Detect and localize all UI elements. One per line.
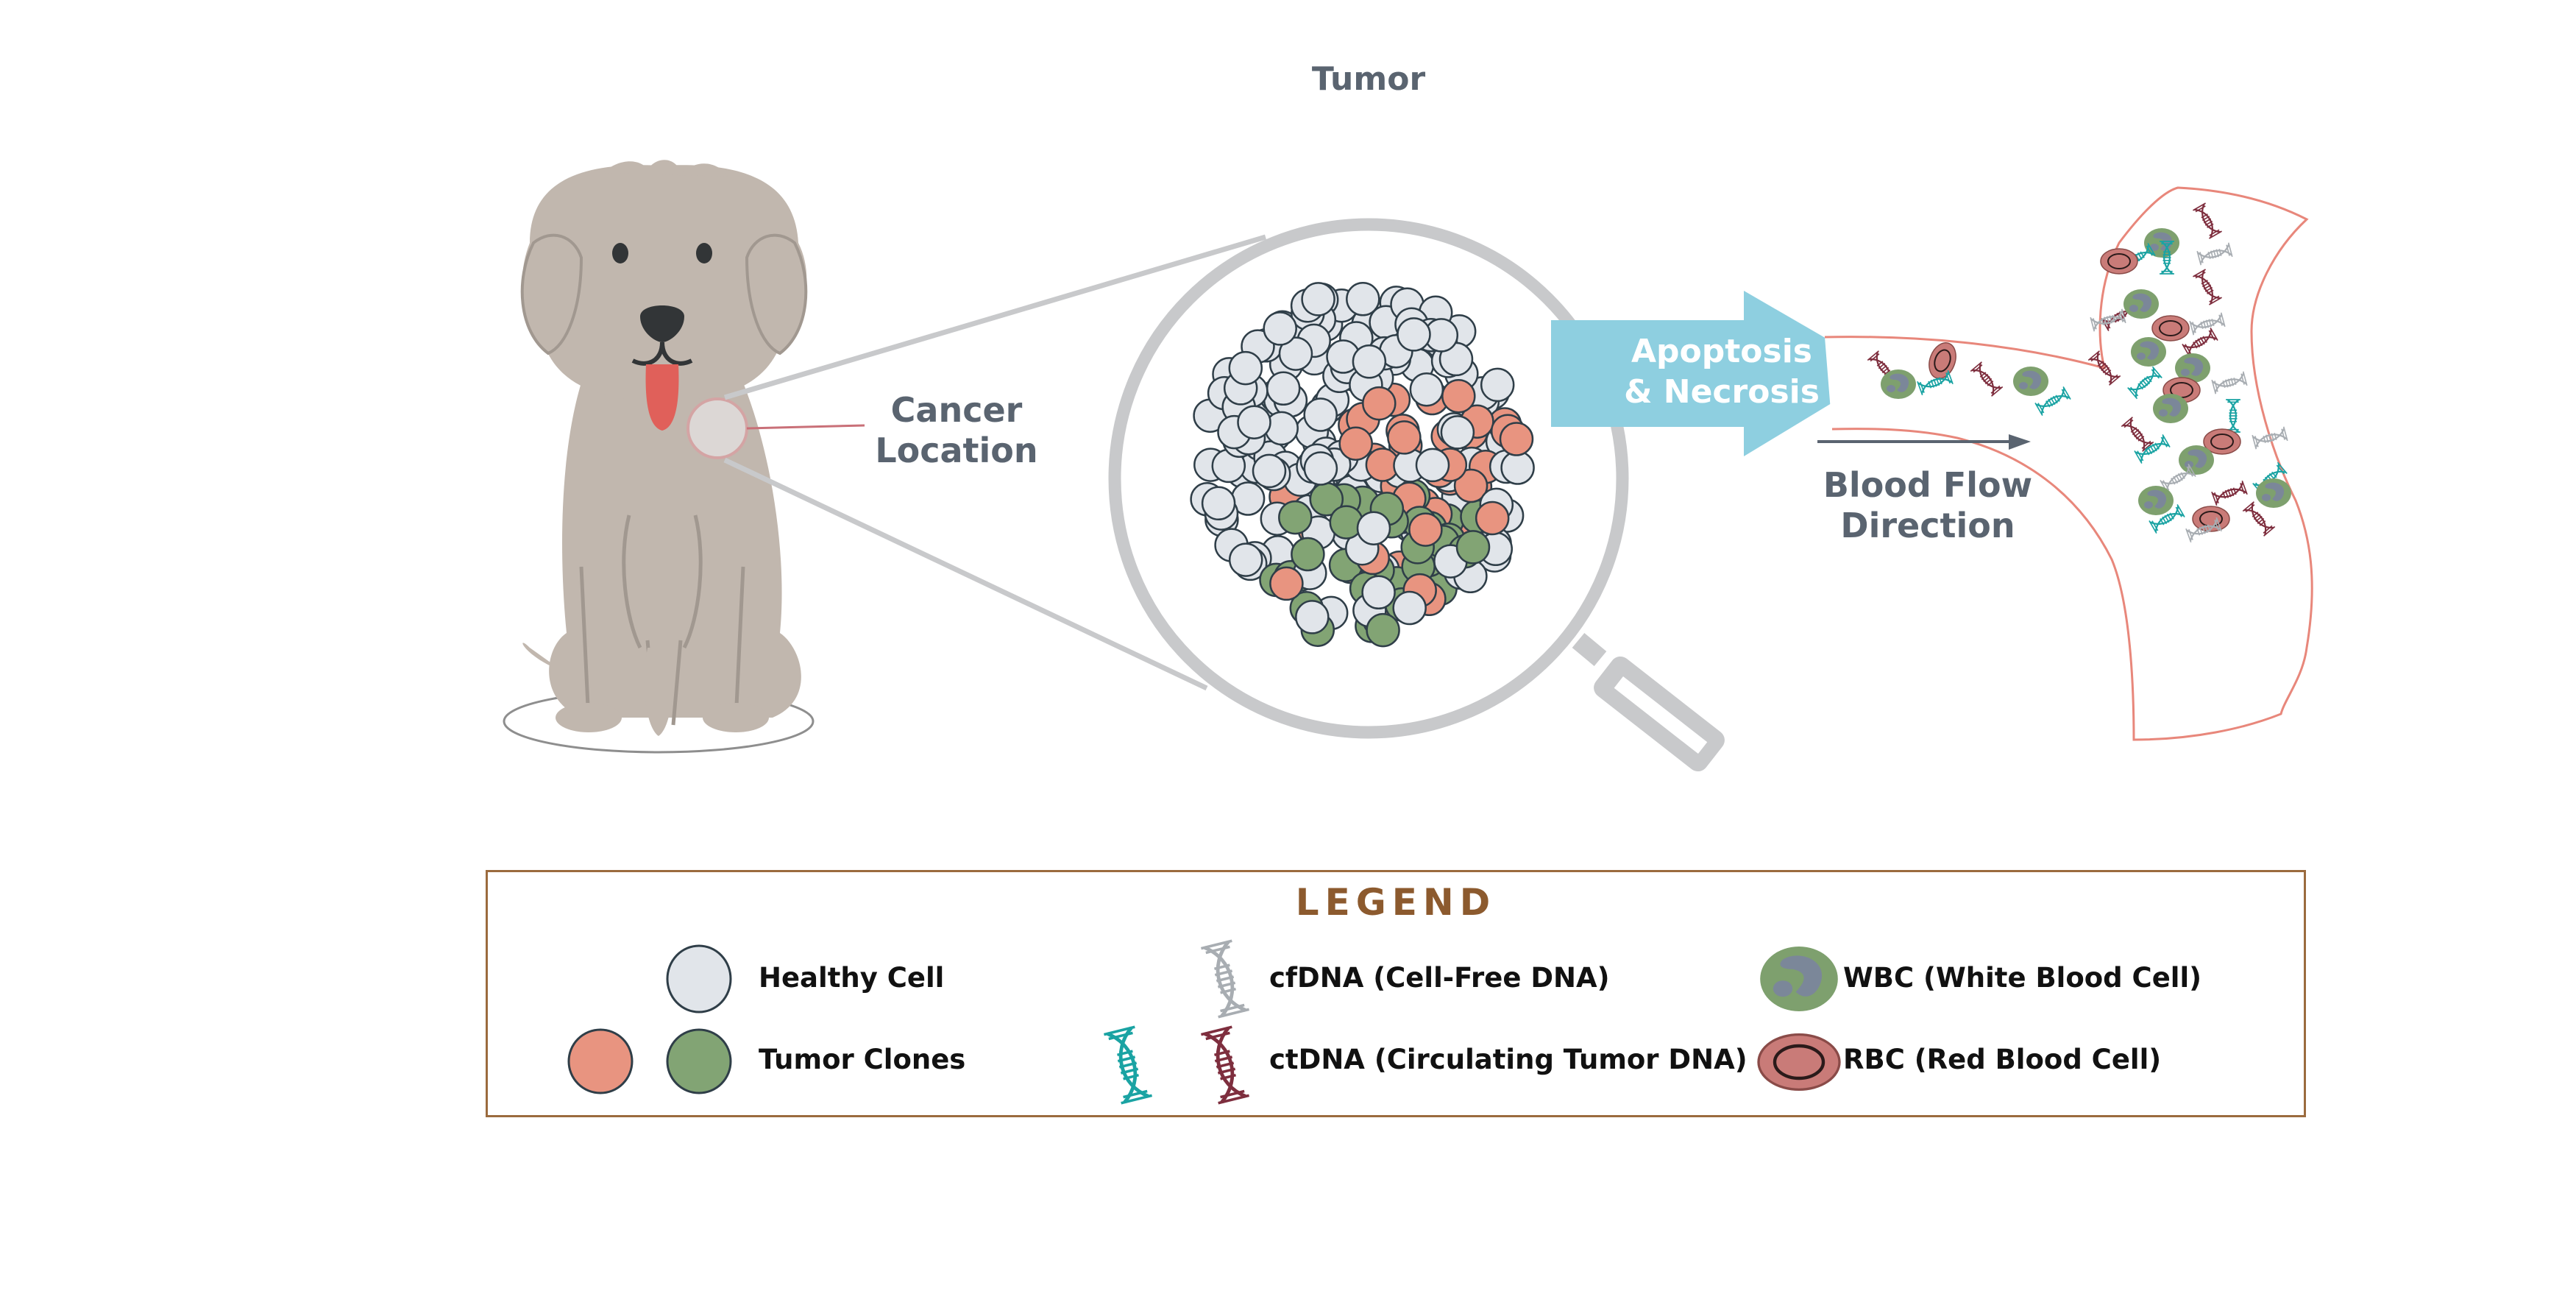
healthy-cell	[1500, 450, 1535, 485]
healthy-cell	[1409, 372, 1444, 407]
blood-flow-label-line1: Blood Flow	[1823, 465, 2033, 505]
dog-eye-left	[612, 243, 628, 263]
tumor-clone-cell	[1387, 420, 1422, 455]
legend-label-healthy-cell: Healthy Cell	[759, 962, 945, 994]
red-blood-cell	[2192, 506, 2230, 532]
dog-ear-left	[520, 233, 583, 355]
cfdna-icon	[1201, 941, 1249, 1017]
cancer-location-label: Cancer Location	[846, 390, 1067, 471]
apoptosis-label-line2: & Necrosis	[1624, 373, 1820, 411]
healthy-cell	[1361, 575, 1396, 610]
tumor-clone-cell	[1278, 500, 1313, 535]
ctdna-teal-icon	[1104, 1027, 1152, 1103]
healthy-cell	[1278, 336, 1313, 371]
healthy-cell	[1392, 590, 1427, 626]
red-blood-cell	[2100, 248, 2138, 275]
dog-ear-right	[745, 233, 808, 355]
healthy-cell	[1415, 447, 1450, 483]
legend: LEGEND Healthy Cell Tumor Clones cfDNA (…	[486, 870, 2306, 1117]
cancer-location-label-line2: Location	[875, 431, 1038, 471]
tumor-clone-cell	[1362, 386, 1397, 421]
wbc-icon	[1760, 947, 1838, 1011]
diagram-title: Tumor	[1311, 60, 1426, 98]
tumor-clone-green-icon	[666, 1028, 732, 1094]
legend-label-ctdna: ctDNA (Circulating Tumor DNA)	[1269, 1044, 1748, 1075]
blood-vessel	[1824, 186, 2313, 741]
tumor-clone-cell	[1475, 500, 1510, 536]
healthy-cell	[1480, 367, 1515, 403]
apoptosis-arrow	[1551, 291, 1884, 456]
healthy-cell	[1303, 397, 1338, 432]
white-blood-cell	[2138, 486, 2174, 515]
legend-label-cfdna: cfDNA (Cell-Free DNA)	[1269, 962, 1610, 994]
legend-label-wbc: WBC (White Blood Cell)	[1843, 962, 2202, 994]
healthy-cell	[1440, 415, 1475, 450]
legend-symbols	[567, 872, 2308, 1119]
dog-head	[522, 165, 807, 401]
legend-label-tumor-clones: Tumor Clones	[759, 1044, 966, 1075]
healthy-cell	[1201, 486, 1236, 521]
apoptosis-label-line1: Apoptosis	[1631, 333, 1812, 370]
tumor-clone-cell	[1453, 468, 1489, 503]
healthy-cell	[1228, 350, 1263, 386]
healthy-cell	[1295, 600, 1330, 634]
tumor-clone-cell	[1441, 378, 1476, 414]
tumor-clone-red-icon	[567, 1028, 634, 1094]
cancer-location-label-line1: Cancer	[890, 390, 1023, 430]
white-blood-cell	[2179, 445, 2214, 475]
healthy-cell	[1228, 542, 1263, 577]
zoom-line-top	[724, 234, 1266, 400]
blood-flow-arrow	[1817, 434, 2031, 450]
tumor-clone-cell	[1408, 512, 1443, 547]
cancer-location-marker	[686, 397, 748, 459]
healthy-cell	[1303, 451, 1338, 486]
tumor-clone-cell	[1455, 530, 1491, 565]
dog-illustration	[503, 160, 865, 754]
dog-eye-right	[696, 243, 712, 263]
legend-title: LEGEND	[1295, 881, 1497, 924]
rbc-icon	[1759, 1035, 1839, 1090]
healthy-cell	[1301, 282, 1335, 316]
tumor-clone-cell	[1338, 426, 1373, 461]
white-blood-cell	[1881, 369, 1916, 399]
healthy-cell	[1263, 311, 1297, 346]
white-blood-cell	[2256, 478, 2291, 508]
cancer-location-pointer	[746, 424, 865, 430]
blood-flow-label-line2: Direction	[1840, 506, 2015, 546]
white-blood-cell	[2131, 337, 2166, 367]
healthy-cell-icon	[666, 944, 732, 1013]
dog-nose	[640, 305, 684, 342]
white-blood-cell	[2123, 289, 2159, 319]
white-blood-cell	[2153, 394, 2188, 423]
tumor-clone-cell	[1499, 422, 1534, 456]
apoptosis-label: Apoptosis & Necrosis	[1582, 331, 1862, 412]
healthy-cell	[1356, 511, 1391, 545]
zoom-line-bottom	[723, 457, 1208, 691]
tumor-cell-cluster	[1190, 282, 1535, 648]
white-blood-cell	[2013, 367, 2048, 396]
tumor-clone-cell	[1291, 537, 1325, 572]
blood-flow-label: Blood Flow Direction	[1795, 465, 2060, 546]
healthy-cell	[1237, 405, 1271, 439]
healthy-cell	[1252, 453, 1287, 489]
tumor-clone-cell	[1269, 566, 1304, 601]
healthy-cell	[1352, 344, 1387, 379]
legend-label-rbc: RBC (Red Blood Cell)	[1843, 1044, 2162, 1075]
ctdna-maroon-icon	[1201, 1027, 1249, 1103]
dog-tongue	[645, 364, 679, 431]
healthy-cell	[1266, 371, 1301, 406]
healthy-cell	[1397, 317, 1431, 352]
healthy-cell	[1346, 282, 1380, 316]
red-blood-cell	[2151, 315, 2190, 342]
tumor-clone-cell	[1366, 612, 1400, 648]
